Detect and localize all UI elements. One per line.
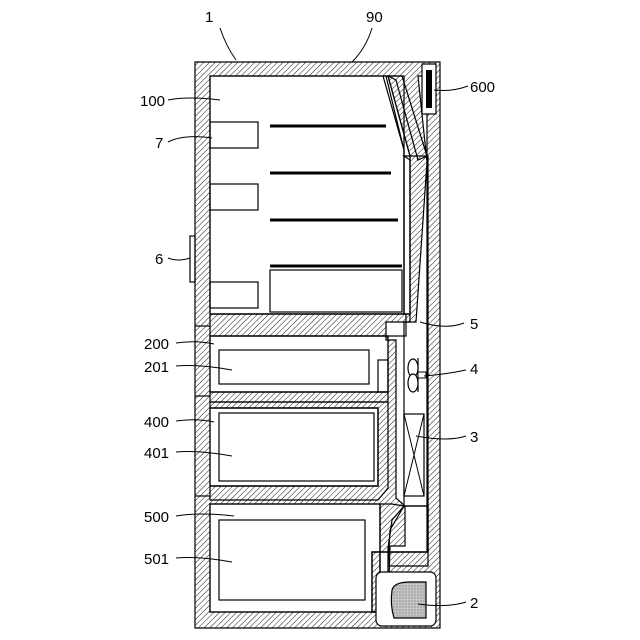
door-pocket-1 xyxy=(210,122,258,148)
leader-100 xyxy=(168,98,220,100)
leader-90 xyxy=(352,28,372,62)
label-200: 200 xyxy=(144,336,169,353)
label-100: 100 xyxy=(140,93,165,110)
label-6: 6 xyxy=(155,251,163,268)
label-2: 2 xyxy=(470,595,478,612)
label-4: 4 xyxy=(470,361,478,378)
compartment-400 xyxy=(210,408,378,486)
label-90: 90 xyxy=(366,9,383,26)
door-pocket-2 xyxy=(210,184,258,210)
compartment-100 xyxy=(210,76,404,314)
label-400: 400 xyxy=(144,414,169,431)
label-600: 600 xyxy=(470,79,495,96)
label-501: 501 xyxy=(144,551,169,568)
container-201 xyxy=(219,350,369,384)
door-handle-6 xyxy=(190,236,195,282)
label-1: 1 xyxy=(205,9,213,26)
label-201: 201 xyxy=(144,359,169,376)
door-pocket-3 xyxy=(210,282,258,308)
label-3: 3 xyxy=(470,429,478,446)
evaporator-3 xyxy=(404,414,424,496)
compartment-400-wall xyxy=(210,402,388,500)
bottom-drawer-100 xyxy=(270,270,402,312)
label-401: 401 xyxy=(144,445,169,462)
label-5: 5 xyxy=(470,316,478,333)
label-7: 7 xyxy=(155,135,163,152)
label-500: 500 xyxy=(144,509,169,526)
rear-duct-200 xyxy=(378,360,388,392)
fan-4 xyxy=(408,358,426,392)
compressor-2 xyxy=(376,572,436,626)
container-501 xyxy=(219,520,365,600)
container-401 xyxy=(219,413,374,481)
leader-6 xyxy=(168,258,190,260)
control-unit-600 xyxy=(422,64,436,114)
leader-1 xyxy=(220,28,236,60)
